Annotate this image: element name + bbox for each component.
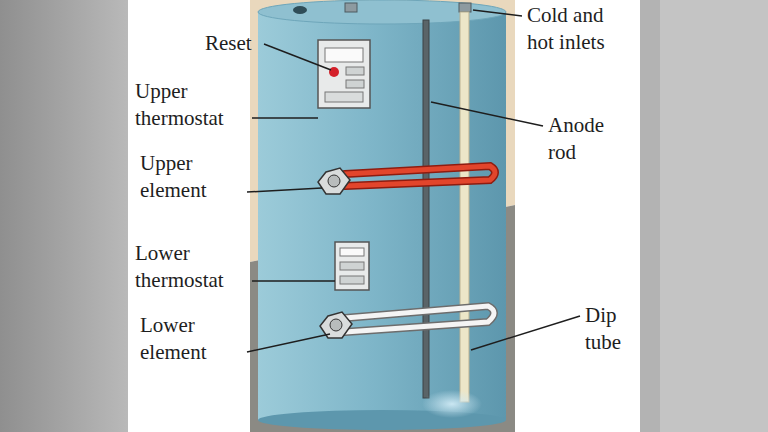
dip-tube	[460, 12, 469, 402]
label-slot: Lower thermostat	[135, 240, 250, 294]
label-slot: Lower element	[140, 312, 244, 366]
part-label: Dip tube	[585, 302, 637, 356]
part-label: Lower thermostat	[135, 240, 250, 294]
anode-rod	[423, 20, 429, 398]
part-label: Anode rod	[548, 112, 614, 166]
label-slot: Anode rod	[548, 112, 614, 166]
label-slot: Upper thermostat	[135, 78, 250, 132]
label-slot: Cold and hot inlets	[527, 2, 619, 56]
part-label: Reset	[205, 30, 263, 57]
water-mist	[422, 390, 482, 418]
side-strip	[0, 0, 128, 432]
lower-element	[320, 306, 494, 338]
lower-thermostat	[335, 242, 369, 290]
top-hole	[293, 6, 307, 14]
label-slot: Upper element	[140, 150, 244, 204]
inlet-fitting	[345, 3, 471, 12]
side-strip	[640, 0, 768, 432]
leader-lines	[247, 10, 580, 352]
side-strip	[660, 0, 768, 432]
upper-thermostat	[318, 40, 370, 108]
label-slot: Reset	[205, 30, 263, 57]
reset-button	[329, 67, 339, 77]
label-slot: Dip tube	[585, 302, 637, 356]
part-label: Upper element	[140, 150, 244, 204]
part-label: Upper thermostat	[135, 78, 250, 132]
part-label: Cold and hot inlets	[527, 2, 619, 56]
panel	[128, 0, 640, 432]
tank-body	[258, 12, 506, 420]
upper-element	[318, 166, 495, 194]
part-label: Lower element	[140, 312, 244, 366]
